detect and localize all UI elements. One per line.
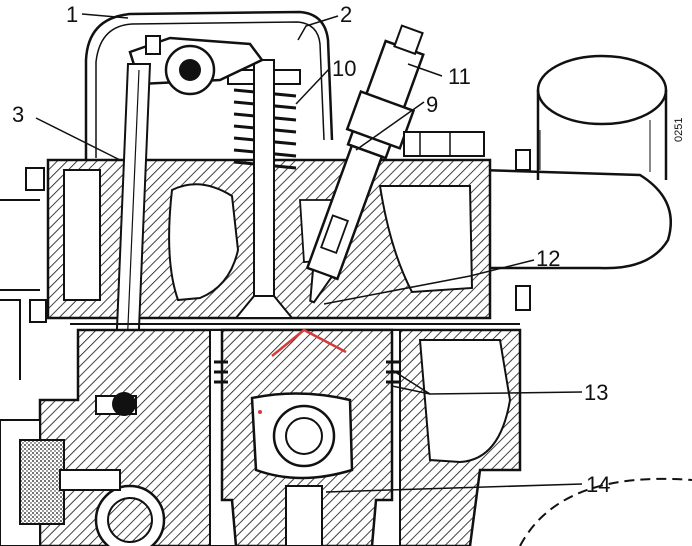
exhaust-pipe — [479, 54, 672, 270]
rocker-cover-inner — [95, 21, 325, 158]
label-14: 14 — [586, 472, 610, 497]
drawing-code: 0251 — [673, 118, 685, 142]
label-1: 1 — [66, 2, 78, 27]
block-water-jacket-right — [418, 339, 512, 464]
left-body-outline — [0, 199, 40, 380]
head-port-left — [63, 169, 101, 301]
leader-lines — [35, 13, 583, 493]
label-12: 12 — [536, 246, 560, 271]
tappet-and-cam — [0, 392, 166, 546]
label-3: 3 — [12, 102, 24, 127]
combustion-bowl-highlight — [271, 328, 347, 357]
marker-dot — [258, 410, 262, 414]
label-2: 2 — [340, 2, 352, 27]
piston-rings — [214, 360, 400, 384]
head-bolts — [25, 149, 531, 323]
head-port-right — [378, 185, 474, 294]
label-13: 13 — [584, 380, 608, 405]
crankcase-arc — [519, 477, 692, 546]
connecting-rod — [250, 392, 354, 546]
valve-assembly — [227, 59, 301, 319]
rocker-cover — [84, 10, 334, 160]
fuel-injector — [305, 24, 425, 304]
head-water-jacket — [168, 183, 240, 302]
fuel-line-fitting — [403, 131, 485, 157]
label-9: 9 — [426, 92, 438, 117]
label-11: 11 — [448, 64, 471, 89]
rocker-arm — [128, 35, 264, 96]
label-10: 10 — [332, 56, 356, 81]
